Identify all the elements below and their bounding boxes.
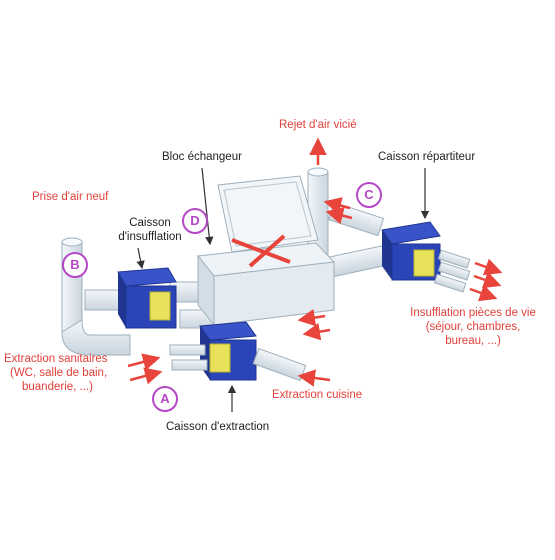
badge-b: B <box>62 252 88 278</box>
label-extraction-cuisine: Extraction cuisine <box>272 389 363 401</box>
badge-a: A <box>152 386 178 412</box>
label-insufflation-pieces-line3: bureau, ...) <box>445 335 501 347</box>
airflow-arrows <box>127 137 503 387</box>
arrow-mid-1 <box>297 308 326 327</box>
distribution-box <box>327 201 471 293</box>
label-caisson-insufflation-line1: Caisson <box>129 217 171 229</box>
label-rejet: Rejet d'air vicié <box>279 119 357 131</box>
label-prise-air: Prise d'air neuf <box>32 191 109 203</box>
arrow-c-in-2 <box>325 207 353 225</box>
arrow-out-2 <box>473 271 502 289</box>
arrow-out-1 <box>474 258 503 276</box>
badge-c: C <box>356 182 382 208</box>
label-extraction-sanitaires-line1: Extraction sanitaires <box>4 353 108 365</box>
label-insufflation-pieces: Insufflation pièces de vie (séjour, cham… <box>398 306 548 348</box>
label-caisson-insufflation-line2: d'insufflation <box>118 231 182 243</box>
label-extraction-sanitaires-line3: buanderie, ...) <box>22 381 93 393</box>
label-caisson-extraction: Caisson d'extraction <box>166 421 270 433</box>
label-extraction-sanitaires-line2: (WC, salle de bain, <box>10 367 108 379</box>
label-insufflation-pieces-line2: (séjour, chambres, <box>425 321 521 333</box>
arrow-mid-2 <box>302 322 331 341</box>
pointer-lines <box>136 167 430 412</box>
label-bloc-echangeur: Bloc échangeur <box>162 151 242 163</box>
arrow-out-3 <box>469 284 498 302</box>
supply-fan-box <box>117 267 177 329</box>
label-caisson-insufflation: Caisson d'insufflation <box>110 216 190 244</box>
exchanger-block <box>197 175 336 327</box>
arrow-sani-2 <box>129 367 163 385</box>
extraction-fan-box <box>169 321 307 382</box>
badge-d: D <box>182 208 208 234</box>
arrow-sani-1 <box>127 353 161 371</box>
label-extraction-sanitaires: Extraction sanitaires (WC, salle de bain… <box>4 352 108 394</box>
arrow-c-in-1 <box>323 197 351 215</box>
label-caisson-repartiteur: Caisson répartiteur <box>378 151 476 163</box>
arrow-cuisine <box>297 369 331 387</box>
label-insufflation-pieces-line1: Insufflation pièces de vie <box>410 307 536 319</box>
